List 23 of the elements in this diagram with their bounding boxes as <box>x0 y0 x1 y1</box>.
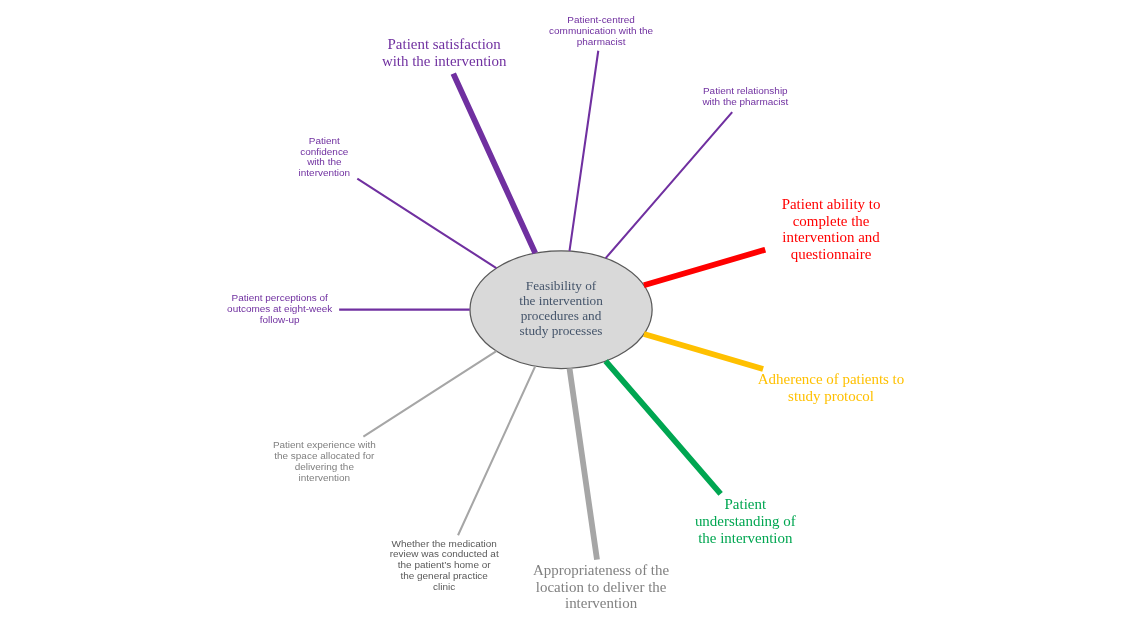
node-text: Patient perceptions of outcomes at eight-week follow-up <box>227 292 333 326</box>
node-text: Patient satisfaction with the intervention <box>381 36 507 69</box>
node-text: Patient relationship with the pharmacist <box>702 85 789 107</box>
connector <box>450 72 538 255</box>
node-text: Whether the medication review was conducted at the patient’s home or the general practice clinic <box>389 537 499 592</box>
node-text: Patient-centred communication with the pharmacist <box>549 13 654 47</box>
connector <box>643 246 767 289</box>
connector <box>356 177 497 269</box>
node-text: Patient ability to complete the intervention and questionnaire <box>781 196 881 262</box>
node-ellipse: Feasibility of the intervention procedures and study processes <box>469 250 653 370</box>
connector <box>643 331 764 372</box>
connector <box>362 350 497 438</box>
node-text: Patient understanding of the intervention <box>694 496 796 546</box>
connector <box>568 50 600 252</box>
node-text: Patient experience with the space allocated for delivering the intervention <box>272 439 376 483</box>
connector <box>566 367 600 561</box>
node-text: Patient confidence with the intervention <box>298 134 351 179</box>
connector <box>457 365 537 536</box>
node-text: Appropriateness of the location to deliver the intervention <box>533 562 670 612</box>
connector <box>603 359 723 496</box>
connector <box>339 308 470 311</box>
connector <box>604 111 733 259</box>
node-text: Adherence of patients to study protocol <box>757 371 905 404</box>
